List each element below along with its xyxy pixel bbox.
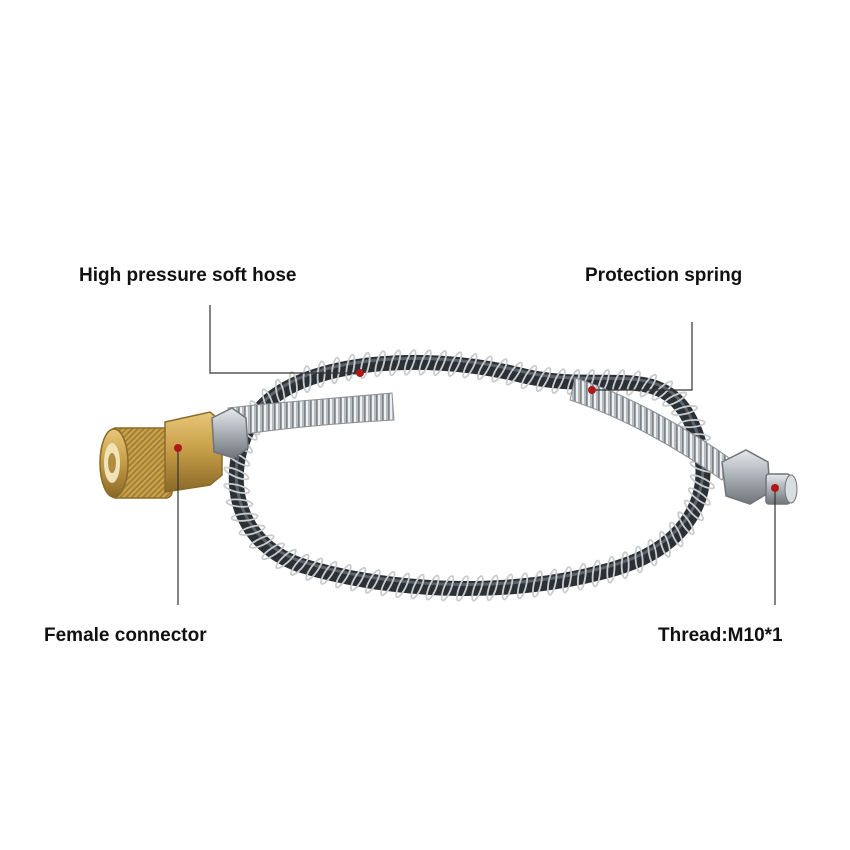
protection-spring bbox=[223, 349, 717, 602]
spring-coil bbox=[223, 466, 250, 481]
spring-coil bbox=[535, 366, 552, 393]
spring-coil bbox=[683, 499, 705, 522]
spring-coil bbox=[620, 551, 630, 580]
spring-coil bbox=[225, 498, 254, 508]
spring-coil bbox=[223, 482, 251, 494]
spring-coil bbox=[261, 542, 286, 561]
spring-coil bbox=[456, 575, 469, 602]
spring-coil bbox=[561, 565, 573, 594]
spring-coil bbox=[516, 572, 529, 600]
spring-coil bbox=[651, 380, 674, 401]
spring-coil bbox=[230, 512, 259, 522]
spring-coil bbox=[532, 570, 543, 598]
spring-coil bbox=[335, 564, 352, 589]
spring-coil bbox=[551, 368, 566, 394]
label-thread: Thread:M10*1 bbox=[658, 625, 783, 646]
callout-thread bbox=[771, 484, 779, 605]
female-connector bbox=[99, 407, 249, 499]
spring-coil bbox=[476, 355, 493, 381]
spring-coil bbox=[670, 405, 699, 416]
spring-coil bbox=[359, 351, 371, 379]
spring-coil bbox=[486, 574, 499, 602]
spring-coil bbox=[658, 530, 671, 558]
spring-coil bbox=[677, 419, 706, 429]
spring-coil bbox=[626, 370, 641, 396]
spring-coil bbox=[491, 358, 508, 383]
spring-coil bbox=[288, 371, 298, 399]
spring-coil bbox=[634, 545, 644, 574]
label-protection-spring: Protection spring bbox=[585, 265, 743, 286]
callout-spring bbox=[588, 322, 693, 394]
spring-coil bbox=[591, 559, 602, 588]
spring-coil bbox=[349, 566, 367, 592]
spring-coil bbox=[374, 350, 386, 378]
right-coil-sleeve bbox=[569, 377, 736, 481]
spring-coil bbox=[669, 521, 684, 548]
spring-coil bbox=[677, 511, 695, 536]
callout-female bbox=[174, 444, 182, 605]
thread-fitting bbox=[721, 449, 798, 505]
spring-coil bbox=[647, 538, 658, 567]
spring-coil bbox=[403, 349, 417, 376]
spring-coil bbox=[395, 572, 411, 599]
left-coil-sleeve bbox=[227, 392, 395, 437]
spring-coil bbox=[302, 365, 312, 393]
spring-coil bbox=[440, 575, 455, 602]
spring-coil bbox=[410, 573, 425, 600]
spring-coil bbox=[305, 557, 324, 581]
spring-coil bbox=[238, 524, 266, 536]
spring-coil bbox=[447, 351, 463, 377]
spring-coil bbox=[290, 553, 310, 577]
spring-coil bbox=[471, 575, 484, 602]
spring-coil bbox=[501, 573, 514, 601]
spring-coil bbox=[662, 391, 688, 407]
spring-coil bbox=[316, 360, 326, 389]
label-female-connector: Female connector bbox=[44, 625, 207, 646]
spring-coil bbox=[418, 349, 432, 376]
callout-hose bbox=[209, 305, 364, 377]
spring-coil bbox=[249, 534, 275, 549]
spring-coil bbox=[689, 474, 715, 490]
spring-coil bbox=[606, 555, 616, 584]
spring-coil bbox=[425, 574, 440, 601]
label-high-pressure-hose: High pressure soft hose bbox=[79, 265, 297, 286]
spring-coil bbox=[639, 373, 658, 398]
spring-coil bbox=[320, 560, 338, 585]
spring-coil bbox=[389, 349, 402, 377]
spring-coil bbox=[275, 548, 297, 570]
spring-coil bbox=[380, 571, 396, 597]
spring-coil bbox=[330, 356, 341, 385]
spring-coil bbox=[520, 364, 538, 390]
spring-coil bbox=[462, 353, 478, 379]
spring-coil bbox=[687, 487, 711, 506]
spring-coil bbox=[365, 569, 381, 594]
spring-coil bbox=[345, 353, 356, 382]
spring-coil bbox=[547, 568, 558, 596]
spring-coil bbox=[576, 563, 587, 591]
spring-coil bbox=[505, 361, 523, 386]
spring-coil bbox=[433, 350, 448, 377]
